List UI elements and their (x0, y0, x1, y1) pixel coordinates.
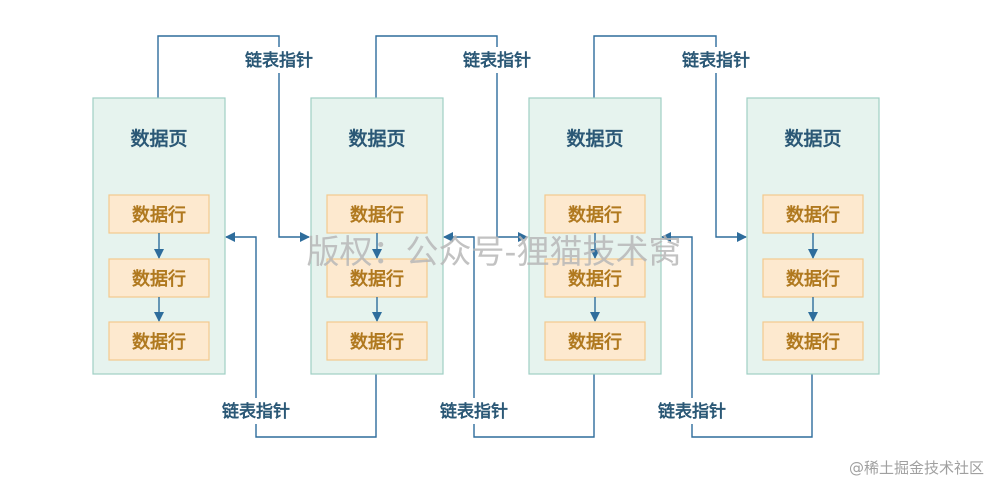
data-row-label: 数据行 (350, 204, 404, 226)
top-pointer-line-1 (157, 35, 310, 242)
data-row-label: 数据行 (568, 268, 622, 290)
data-page-title: 数据页 (784, 127, 841, 150)
data-row-box (544, 321, 646, 361)
top-pointer-line-2 (375, 35, 528, 242)
data-row-box (326, 194, 428, 234)
data-row-box (108, 194, 210, 234)
data-row-label: 数据行 (350, 331, 404, 353)
data-row-box (108, 258, 210, 298)
data-row-label: 数据行 (786, 204, 840, 226)
bottom-pointer-line-3 (661, 232, 813, 438)
bottom-pointer-line-1 (225, 232, 377, 438)
data-row-label: 数据行 (568, 331, 622, 353)
data-page-title: 数据页 (566, 127, 623, 150)
bottom-pointer-label-2: 链表指针 (440, 401, 508, 422)
data-row-label: 数据行 (568, 204, 622, 226)
bottom-pointer-label-1: 链表指针 (222, 401, 290, 422)
top-pointer-line-3 (593, 35, 747, 242)
data-row-box (544, 194, 646, 234)
data-row-label: 数据行 (786, 268, 840, 290)
data-row-label: 数据行 (350, 268, 404, 290)
watermark-text: 版权：公众号-狸猫技术窝 (307, 232, 682, 271)
data-page-title: 数据页 (130, 127, 187, 150)
data-row-box (326, 258, 428, 298)
data-row-box (544, 258, 646, 298)
data-row-box (762, 321, 864, 361)
bottom-pointer-label-3: 链表指针 (658, 401, 726, 422)
data-row-box (108, 321, 210, 361)
data-row-box (762, 194, 864, 234)
top-pointer-label-1: 链表指针 (245, 50, 313, 71)
top-pointer-label-3: 链表指针 (682, 50, 750, 71)
data-row-label: 数据行 (132, 204, 186, 226)
data-row-label: 数据行 (786, 331, 840, 353)
data-row-box (762, 258, 864, 298)
data-row-label: 数据行 (132, 331, 186, 353)
bottom-pointer-line-2 (443, 232, 595, 438)
data-page-title: 数据页 (348, 127, 405, 150)
top-pointer-label-2: 链表指针 (463, 50, 531, 71)
brand-text: @稀土掘金技术社区 (849, 459, 984, 477)
data-row-label: 数据行 (132, 268, 186, 290)
data-row-box (326, 321, 428, 361)
